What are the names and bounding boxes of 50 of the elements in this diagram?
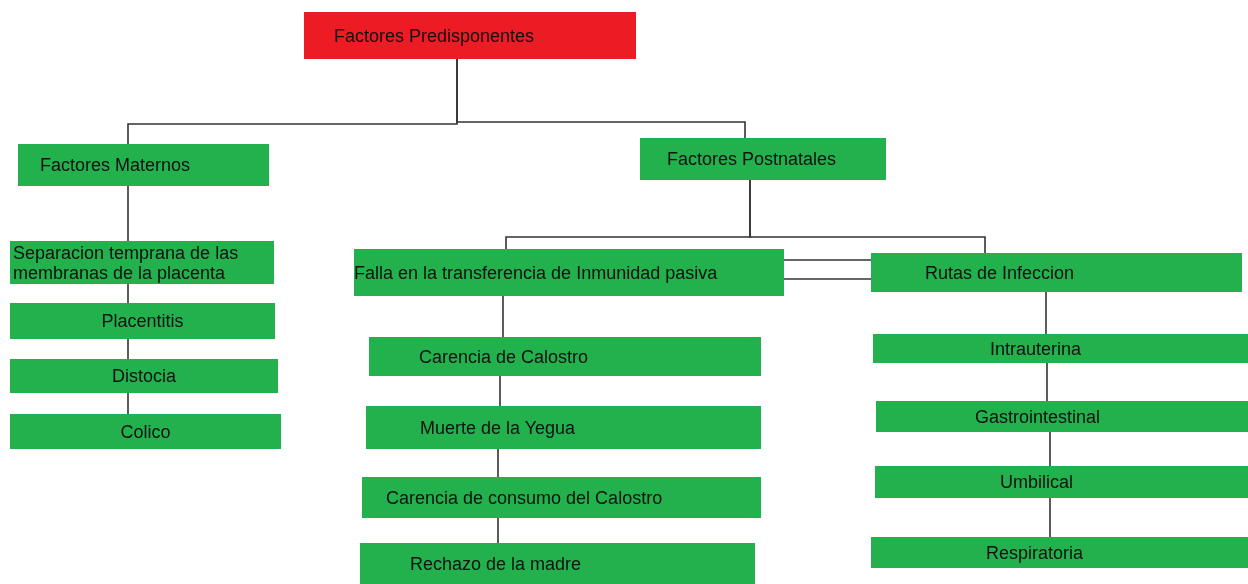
connector-line: [127, 283, 129, 304]
connector-line: [127, 338, 129, 360]
node-label: Factores Maternos: [40, 155, 191, 175]
category-box: [10, 303, 275, 339]
category-box: [871, 253, 1242, 292]
node-label: Gastrointestinal: [974, 406, 1101, 427]
category-box: [871, 537, 1248, 568]
category-box: [875, 466, 1248, 498]
category-box: [18, 144, 269, 186]
category-box: [369, 337, 761, 376]
connector-line: [1046, 362, 1048, 402]
connector-line: [783, 259, 872, 261]
node-label: Rutas de Infeccion: [925, 262, 1075, 283]
node-label: Colico: [120, 421, 171, 442]
connector-line: [1049, 431, 1051, 467]
node-label: Carencia de Calostro: [419, 346, 589, 367]
node-label: Intrauterina: [989, 338, 1082, 359]
node-label: Respiratoria: [985, 542, 1083, 563]
connector-line: [749, 179, 986, 254]
node-label: Separacion temprana de las membranas de la placenta: [13, 242, 240, 283]
node-label: Factores Postnatales: [667, 149, 837, 169]
category-box: [360, 543, 755, 584]
category-box: [354, 249, 784, 296]
connector-line: [456, 58, 746, 139]
connector-line: [499, 375, 501, 407]
node-label: Muerte de la Yegua: [420, 417, 576, 438]
category-box: [873, 334, 1248, 363]
node-label: Rechazo de la madre: [410, 553, 582, 574]
node-label: Falla en la transferencia de Inmunidad pasiva: [354, 262, 718, 283]
title-box: [304, 12, 636, 59]
category-box: [362, 477, 761, 518]
connector-line: [497, 517, 499, 544]
category-box: [10, 359, 278, 393]
category-box: [366, 406, 761, 449]
node-label: Carencia de consumo del Calostro: [386, 487, 663, 508]
category-box: [640, 138, 886, 180]
node-label: Umbilical: [1000, 472, 1073, 492]
connector-line: [783, 278, 872, 280]
node-label: Distocia: [112, 366, 176, 386]
category-box: [10, 241, 274, 284]
node-label: Factores Predisponentes: [334, 25, 535, 46]
node-label: Placentitis: [101, 311, 184, 331]
connector-line: [502, 295, 504, 338]
category-box: [10, 414, 281, 449]
connector-line: [127, 392, 129, 415]
category-box: [876, 401, 1248, 432]
connector-line: [127, 185, 129, 242]
connector-line: [1049, 497, 1051, 538]
connector-line: [1045, 291, 1047, 335]
connector-line: [497, 448, 499, 478]
